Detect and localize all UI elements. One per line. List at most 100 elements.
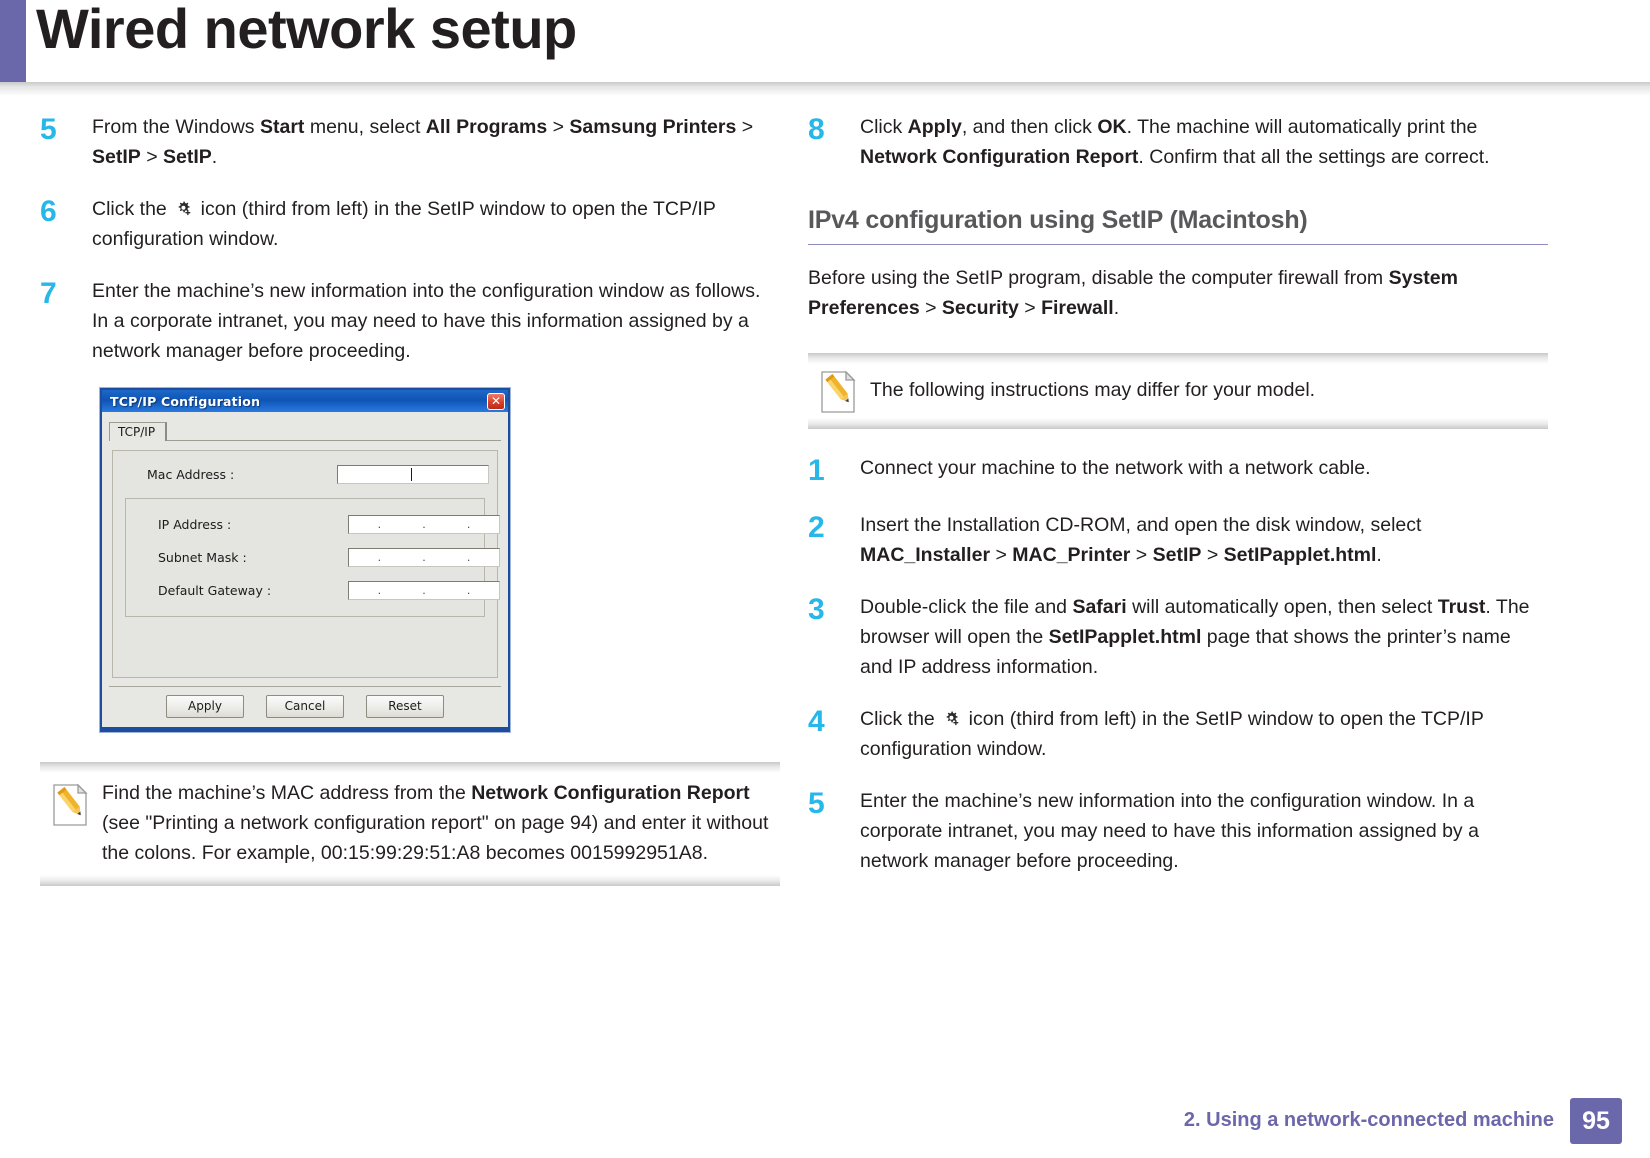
mac-address-input[interactable] (337, 465, 489, 484)
note-mac-address: Find the machine’s MAC address from the … (40, 762, 780, 886)
default-gateway-input[interactable]: ... (348, 581, 500, 600)
emphasis-text: SetIP (1152, 544, 1202, 566)
body-text: > (1130, 544, 1153, 566)
footer-page-number: 95 (1570, 1098, 1622, 1144)
body-text: > (1018, 297, 1042, 319)
apply-button[interactable]: Apply (166, 695, 244, 718)
step-text: Connect your machine to the network with… (860, 453, 1548, 488)
step-number: 3 (808, 593, 825, 626)
body-text: > (919, 297, 942, 319)
step-text: Click the icon (third from left) in the … (92, 194, 780, 254)
step-text-after-icon: icon (third from left) in the SetIP wind… (860, 708, 1484, 760)
step-text: From the Windows Start menu, select All … (92, 112, 780, 172)
step-6: 6 Click the icon (third from left) in th… (40, 194, 780, 254)
body-text: Before using the SetIP program, disable … (808, 267, 1389, 289)
footer-inner: 2. Using a network-connected machine 95 (1184, 1098, 1622, 1144)
emphasis-text: MAC_Printer (1012, 544, 1131, 566)
emphasis-text: Safari (1072, 596, 1127, 618)
step-text-before-icon: Click the (860, 708, 941, 730)
dialog-button-row: Apply Cancel Reset (109, 686, 501, 727)
gear-icon (174, 197, 193, 216)
emphasis-text: Apply (907, 116, 962, 138)
body-text: (see "Printing a network configuration r… (102, 812, 769, 864)
step-text-after-icon: icon (third from left) in the SetIP wind… (92, 198, 716, 250)
mac-address-label: Mac Address : (147, 467, 235, 482)
body-text: menu, select (304, 116, 426, 138)
emphasis-text: Samsung Printers (569, 116, 737, 138)
field-row-default-gateway: Default Gateway : ... (136, 581, 500, 600)
note-pencil-icon (820, 370, 856, 413)
body-text: . Confirm that all the settings are corr… (1138, 146, 1490, 168)
mac-step-2: 2 Insert the Installation CD-ROM, and op… (808, 510, 1548, 570)
left-column: 5 From the Windows Start menu, select Al… (40, 112, 780, 886)
cancel-button[interactable]: Cancel (266, 695, 344, 718)
body-text: will automatically open, then select (1126, 596, 1438, 618)
step-number: 2 (808, 511, 825, 544)
body-text: > (990, 544, 1013, 566)
page-footer: 2. Using a network-connected machine 95 (0, 1098, 1650, 1144)
ip-address-input[interactable]: ... (348, 515, 500, 534)
step-number: 1 (808, 454, 825, 487)
tab-tcpip[interactable]: TCP/IP (109, 422, 168, 441)
emphasis-text: OK (1097, 116, 1127, 138)
subnet-mask-input[interactable]: ... (348, 548, 500, 567)
subnet-mask-label: Subnet Mask : (158, 550, 247, 565)
section-intro-text: Before using the SetIP program, disable … (808, 263, 1548, 323)
field-row-mac-address: Mac Address : (125, 465, 489, 484)
body-text: Enter the machine’s new information into… (860, 790, 1479, 872)
body-text: , and then click (961, 116, 1098, 138)
body-text: . (1113, 297, 1120, 319)
dialog-title-bar: TCP/IP Configuration ✕ (102, 390, 508, 412)
section-heading-ipv4-macintosh: IPv4 configuration using SetIP (Macintos… (808, 206, 1548, 245)
note-text: The following instructions may differ fo… (870, 379, 1316, 401)
reset-button[interactable]: Reset (366, 695, 444, 718)
step-number: 7 (40, 277, 57, 310)
body-text: Connect your machine to the network with… (860, 457, 1371, 479)
step-number: 8 (808, 113, 825, 146)
footer-chapter-label: 2. Using a network-connected machine (1183, 1109, 1554, 1131)
tcpip-configuration-dialog-figure: TCP/IP Configuration ✕ TCP/IP Mac Addres… (100, 388, 510, 732)
mac-step-3: 3 Double-click the file and Safari will … (808, 592, 1548, 682)
step-text: Enter the machine’s new information into… (860, 786, 1548, 876)
dialog-panel-spacer (125, 617, 485, 661)
default-gateway-octet-separators: ... (377, 584, 471, 597)
content-columns: 5 From the Windows Start menu, select Al… (0, 112, 1650, 1042)
field-row-ip-address: IP Address : ... (136, 515, 500, 534)
body-text: Click (860, 116, 908, 138)
emphasis-text: Trust (1437, 596, 1486, 618)
page-header: Wired network setup (0, 0, 1650, 96)
step-5: 5 From the Windows Start menu, select Al… (40, 112, 780, 172)
emphasis-text: SetIPapplet.html (1223, 544, 1377, 566)
step-number: 6 (40, 195, 57, 228)
mac-step-1: 1 Connect your machine to the network wi… (808, 453, 1548, 488)
body-text: > (140, 146, 164, 168)
dialog-title: TCP/IP Configuration (110, 393, 261, 409)
dialog-body: TCP/IP Mac Address : IP Address : (102, 412, 508, 727)
emphasis-text: SetIP (163, 146, 212, 168)
body-text: . (1376, 544, 1382, 566)
emphasis-text: Network Configuration Report (471, 782, 750, 804)
emphasis-text: Security (941, 297, 1019, 319)
body-text: > (736, 116, 754, 138)
close-icon[interactable]: ✕ (487, 392, 505, 410)
emphasis-text: SetIPapplet.html (1048, 626, 1202, 648)
emphasis-text: Firewall (1041, 297, 1114, 319)
emphasis-text: All Programs (425, 116, 548, 138)
body-text: From the Windows (92, 116, 260, 138)
dialog-outer-panel: Mac Address : IP Address : ... (112, 450, 500, 678)
ip-address-octet-separators: ... (377, 518, 471, 531)
step-8: 8 Click Apply, and then click OK. The ma… (808, 112, 1548, 172)
body-text: Double-click the file and (860, 596, 1073, 618)
dialog-inner-panel: IP Address : ... Subnet Mask : ... (125, 498, 500, 617)
step-number: 5 (808, 787, 825, 820)
mac-step-4: 4 Click the icon (third from left) in th… (808, 704, 1548, 764)
emphasis-text: Network Configuration Report (860, 146, 1139, 168)
note-model-differ: The following instructions may differ fo… (808, 353, 1548, 429)
dialog-bottom-edge (102, 727, 508, 730)
emphasis-text: SetIP (92, 146, 141, 168)
step-text: Insert the Installation CD-ROM, and open… (860, 510, 1548, 570)
emphasis-text: System Preferences (808, 267, 1458, 319)
body-text: . The browser will open the (860, 596, 1530, 648)
step-number: 4 (808, 705, 825, 738)
dialog-tabstrip: TCP/IP (109, 420, 501, 441)
